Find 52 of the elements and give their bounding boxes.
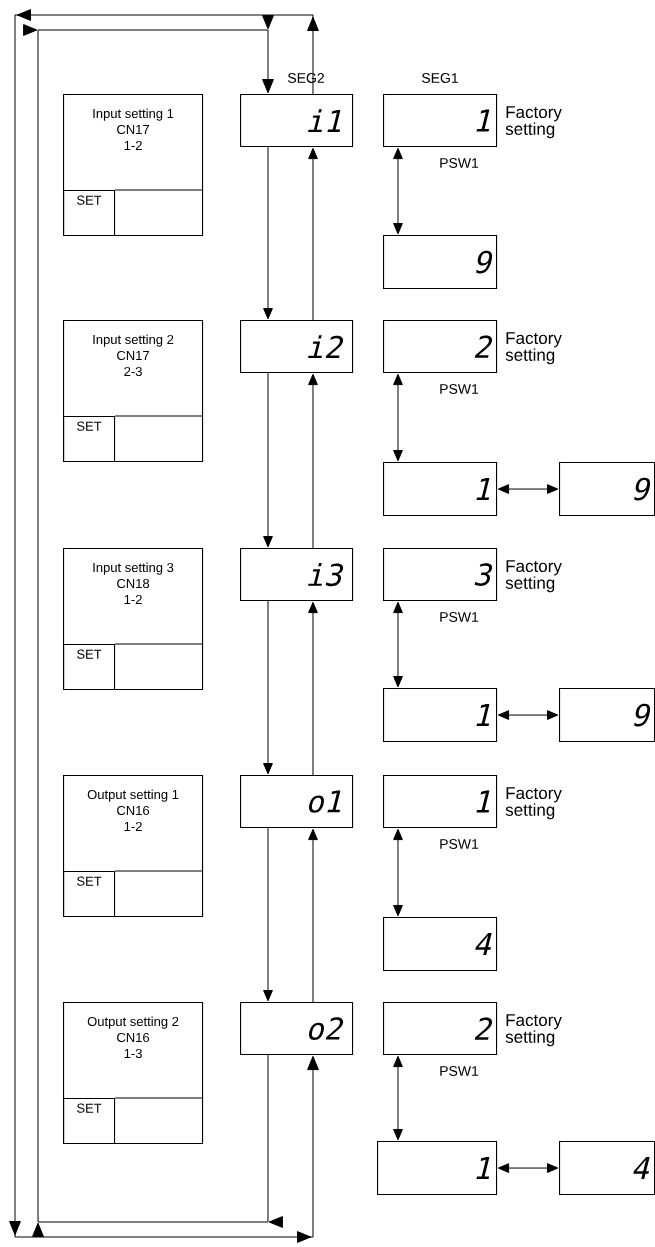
segment-display: 1 xyxy=(383,94,498,148)
arrow xyxy=(263,600,273,775)
arrow xyxy=(393,373,403,462)
arrow xyxy=(263,827,273,1002)
segment-display: 9 xyxy=(559,688,655,743)
segment-display: i2 xyxy=(240,320,354,374)
set-cell: SET xyxy=(63,644,116,691)
arrow xyxy=(393,828,403,917)
arrow xyxy=(308,373,318,549)
switch-label: PSW1 xyxy=(438,611,480,623)
segment-display: 1 xyxy=(377,1141,498,1196)
factory-setting-note: Factory setting xyxy=(505,1014,562,1047)
set-cell: SET xyxy=(63,871,116,918)
arrow xyxy=(23,15,283,1237)
factory-setting-note: Factory setting xyxy=(505,560,562,593)
factory-setting-note: Factory setting xyxy=(505,787,562,820)
segment-display: o2 xyxy=(240,1002,354,1056)
set-cell: SET xyxy=(63,416,116,463)
column-heading: SEG2 xyxy=(287,73,324,83)
set-cell: SET xyxy=(63,1098,116,1145)
set-cell: SET xyxy=(63,190,116,237)
segment-display: 4 xyxy=(559,1141,655,1196)
arrow xyxy=(393,1055,403,1141)
arrow xyxy=(308,601,318,776)
arrow xyxy=(497,484,559,494)
switch-label: PSW1 xyxy=(438,383,480,395)
segment-display: 2 xyxy=(383,320,498,374)
arrow xyxy=(393,601,403,688)
segment-display: 3 xyxy=(383,548,498,602)
factory-setting-note: Factory setting xyxy=(505,332,562,365)
segment-display: o1 xyxy=(240,775,354,829)
segment-display: 1 xyxy=(383,462,498,517)
arrow xyxy=(308,828,318,1003)
arrow xyxy=(308,147,318,321)
segment-display: 1 xyxy=(383,775,498,829)
arrow xyxy=(497,710,559,720)
segment-display: i3 xyxy=(240,548,354,602)
switch-label: PSW1 xyxy=(438,838,480,850)
factory-setting-note: Factory setting xyxy=(505,106,562,139)
segment-display: 9 xyxy=(559,462,655,517)
arrow xyxy=(263,372,273,548)
switch-label: PSW1 xyxy=(438,157,480,169)
segment-display: 2 xyxy=(383,1002,498,1056)
arrow xyxy=(263,146,273,320)
segment-display: 1 xyxy=(383,688,498,743)
segment-display: 4 xyxy=(383,917,498,972)
arrow xyxy=(393,147,403,235)
segment-display: i1 xyxy=(240,94,354,148)
arrow xyxy=(497,1163,559,1173)
arrow xyxy=(9,9,319,1243)
segment-display: 9 xyxy=(383,235,498,290)
switch-label: PSW1 xyxy=(438,1065,480,1077)
